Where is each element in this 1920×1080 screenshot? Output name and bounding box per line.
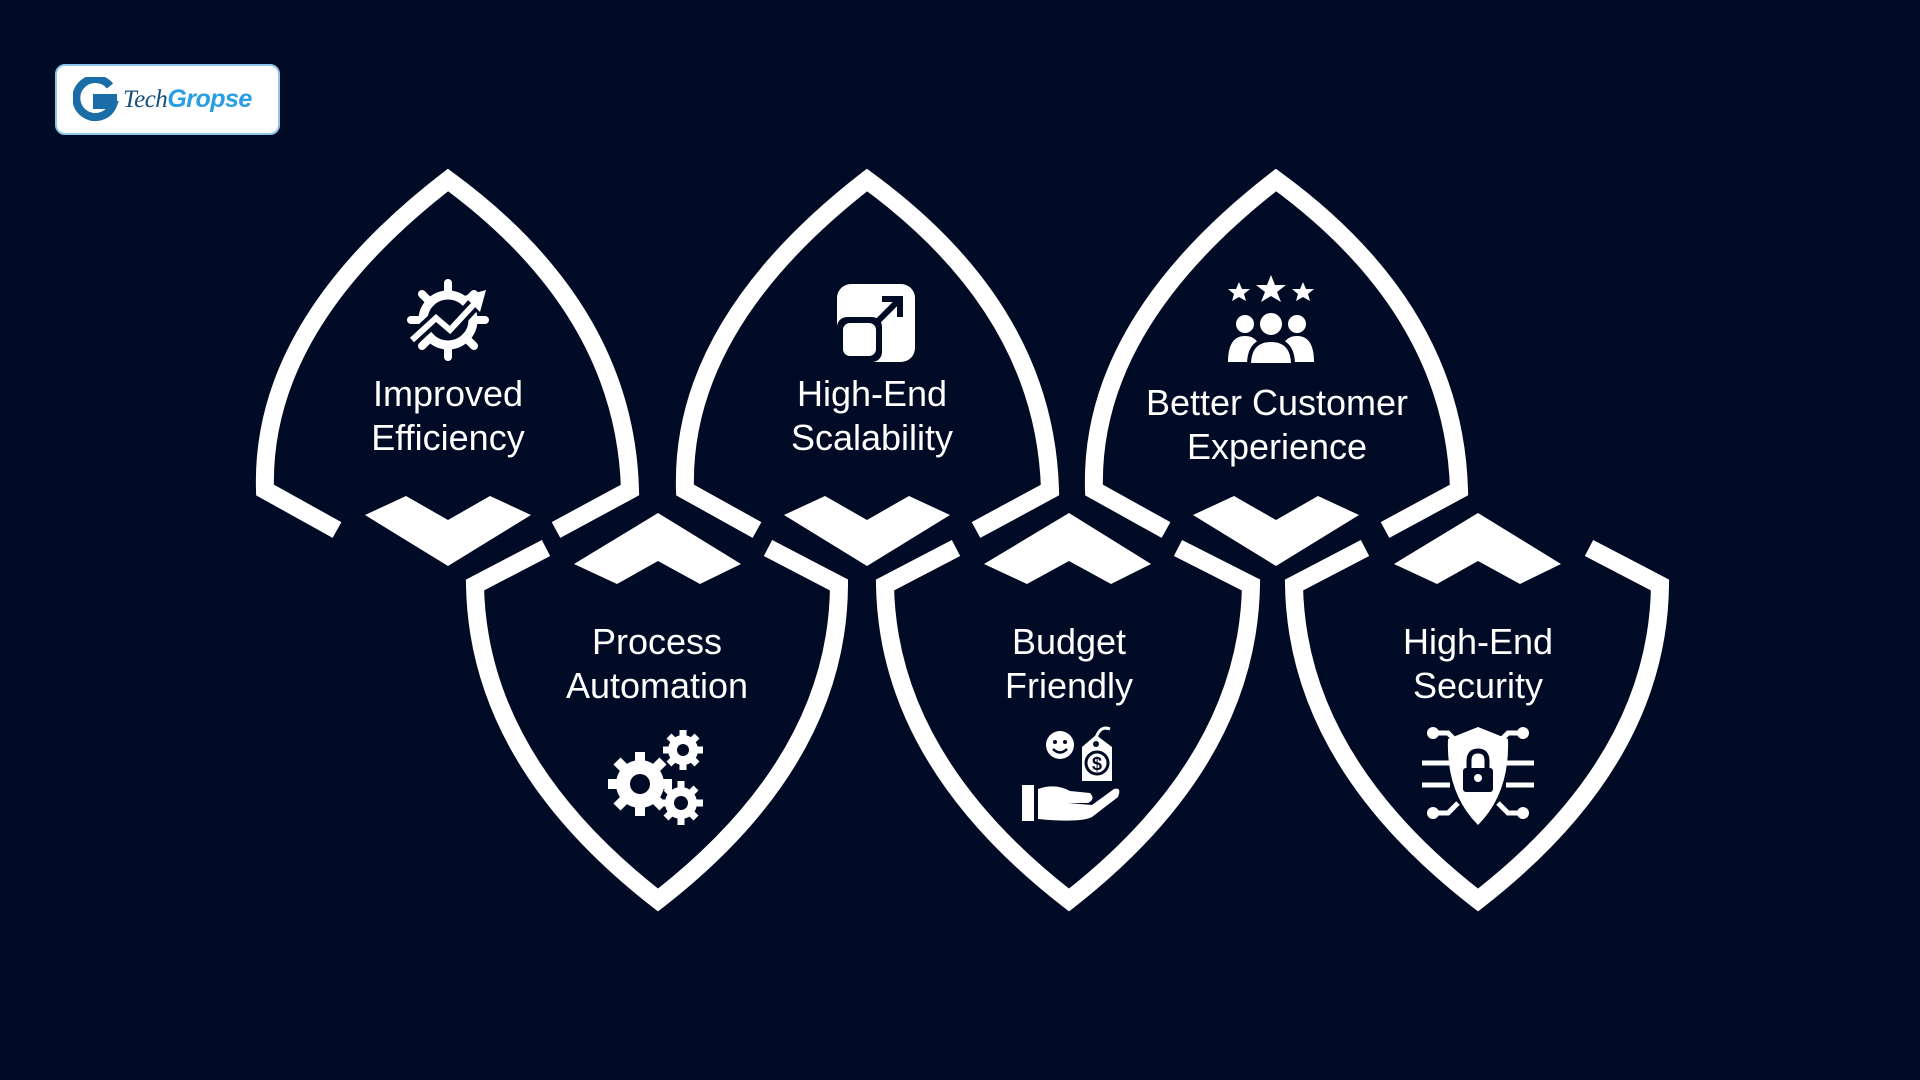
shield-high-end-security xyxy=(1284,540,1670,912)
efficiency-gear-icon xyxy=(407,279,489,361)
chevron-up-1 xyxy=(574,513,741,584)
chevron-up-3 xyxy=(1394,513,1561,584)
benefit-title-improved-efficiency: Improved Efficiency xyxy=(371,373,525,458)
shield-process-automation xyxy=(465,540,849,912)
shield-improved-efficiency xyxy=(255,168,640,538)
benefit-title-process-automation: Process Automation xyxy=(565,621,749,706)
benefit-title-better-customer-experience: Better Customer Experience xyxy=(1145,382,1409,467)
logo-g-icon xyxy=(73,76,119,121)
hand-money-icon: $ xyxy=(1022,726,1120,821)
chevron-down-3 xyxy=(1193,496,1359,566)
benefit-title-high-end-security: High-End Security xyxy=(1402,621,1554,706)
brand-name-part1: Tech xyxy=(123,86,168,113)
gears-icon xyxy=(608,730,703,825)
chevron-down-2 xyxy=(784,496,950,566)
scale-arrow-icon xyxy=(837,284,915,362)
chevron-down-1 xyxy=(365,496,531,566)
svg-text:$: $ xyxy=(1092,754,1102,774)
chevron-up-2 xyxy=(984,513,1151,584)
shield-lock-icon xyxy=(1422,727,1534,825)
brand-name: TechGropse xyxy=(123,85,252,113)
brand-logo: TechGropse xyxy=(55,64,280,135)
shield-better-customer-experience xyxy=(1084,168,1469,538)
shield-high-end-scalability xyxy=(675,168,1060,538)
brand-name-part2: Gropse xyxy=(167,85,252,113)
benefit-title-high-end-scalability: High-End Scalability xyxy=(790,373,954,458)
shield-budget-friendly xyxy=(875,539,1261,912)
customer-stars-icon xyxy=(1228,275,1314,367)
benefit-title-budget-friendly: Budget Friendly xyxy=(1004,621,1134,706)
